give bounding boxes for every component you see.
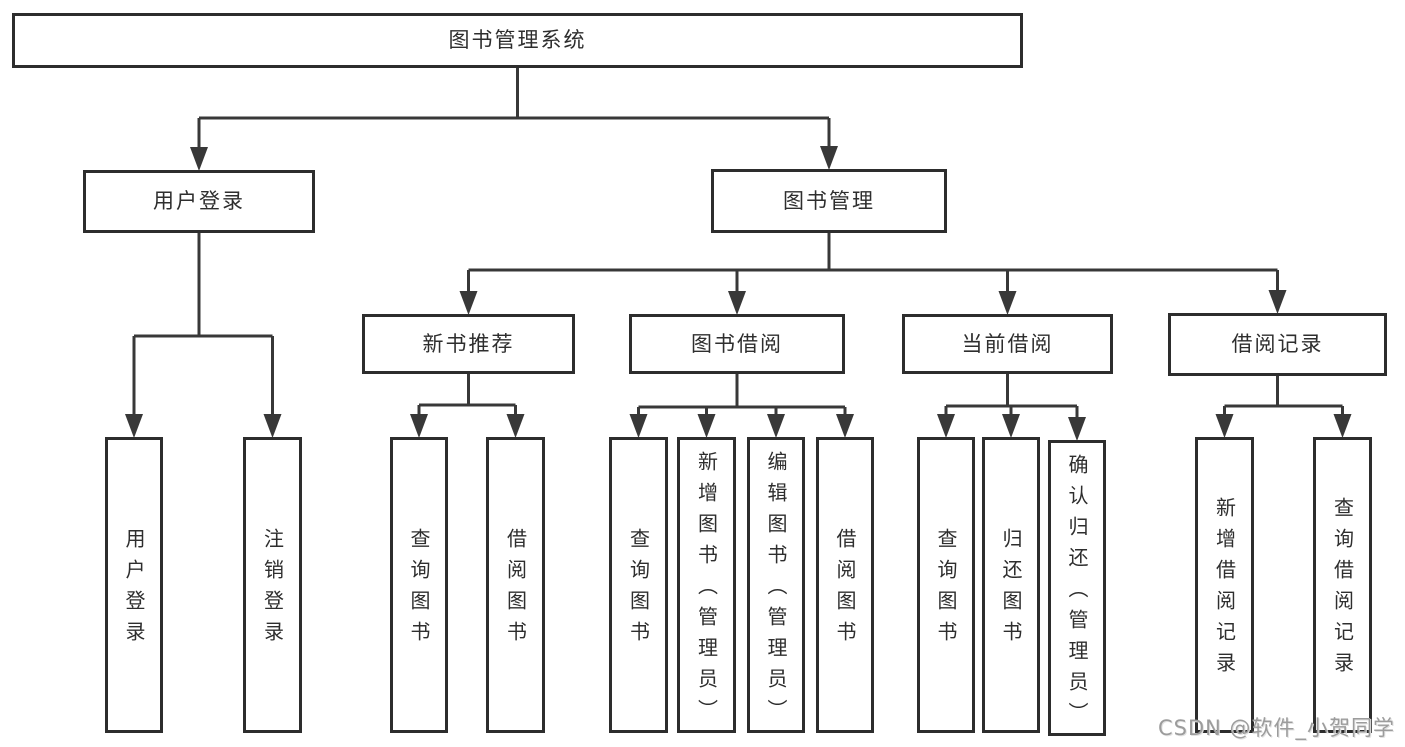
arrowhead-down-icon [506,414,525,438]
arrowhead-down-icon [820,146,838,170]
node-leaf-borrow-book-b: 借阅图书 [816,437,874,733]
arrowhead-down-icon [629,414,648,438]
node-leaf-return-book: 归还图书 [982,437,1040,733]
arrowhead-down-icon [1333,414,1352,438]
arrowhead-down-icon [728,291,746,315]
arrowhead-down-icon [410,414,428,438]
node-leaf-logout: 注销登录 [243,437,302,733]
node-leaf-query-book-c: 查询图书 [917,437,975,733]
node-leaf-query-book-b: 查询图书 [609,437,668,733]
arrowhead-down-icon [836,414,854,438]
arrowhead-down-icon [1215,414,1234,438]
node-leaf-user-login: 用户登录 [105,437,163,733]
node-book-borrow: 图书借阅 [629,314,845,374]
node-leaf-confirm-return: 确认归还（管理员） [1048,440,1106,736]
arrowhead-down-icon [697,414,716,438]
arrowhead-down-icon [190,147,208,171]
arrowhead-down-icon [937,414,955,438]
node-leaf-add-book: 新增图书（管理员） [677,437,736,733]
node-borrow-records: 借阅记录 [1168,313,1387,376]
arrowhead-down-icon [1068,417,1086,441]
node-user-login: 用户登录 [83,170,315,233]
node-leaf-query-book-a: 查询图书 [390,437,448,733]
node-leaf-add-record: 新增借阅记录 [1195,437,1254,733]
arrowhead-down-icon [767,414,785,438]
node-leaf-query-record: 查询借阅记录 [1313,437,1372,733]
node-new-book-rec: 新书推荐 [362,314,575,374]
arrowhead-down-icon [1268,290,1287,314]
arrowhead-down-icon [263,414,282,438]
node-current-borrow: 当前借阅 [902,314,1113,374]
node-root: 图书管理系统 [12,13,1023,68]
arrowhead-down-icon [459,291,478,315]
arrowhead-down-icon [1002,414,1020,438]
node-book-mgmt: 图书管理 [711,169,947,233]
node-leaf-edit-book: 编辑图书（管理员） [747,437,805,733]
arrowhead-down-icon [125,414,143,438]
node-leaf-borrow-book-a: 借阅图书 [486,437,545,733]
arrowhead-down-icon [998,291,1017,315]
watermark: CSDN @软件_小贺同学 [1158,716,1396,740]
